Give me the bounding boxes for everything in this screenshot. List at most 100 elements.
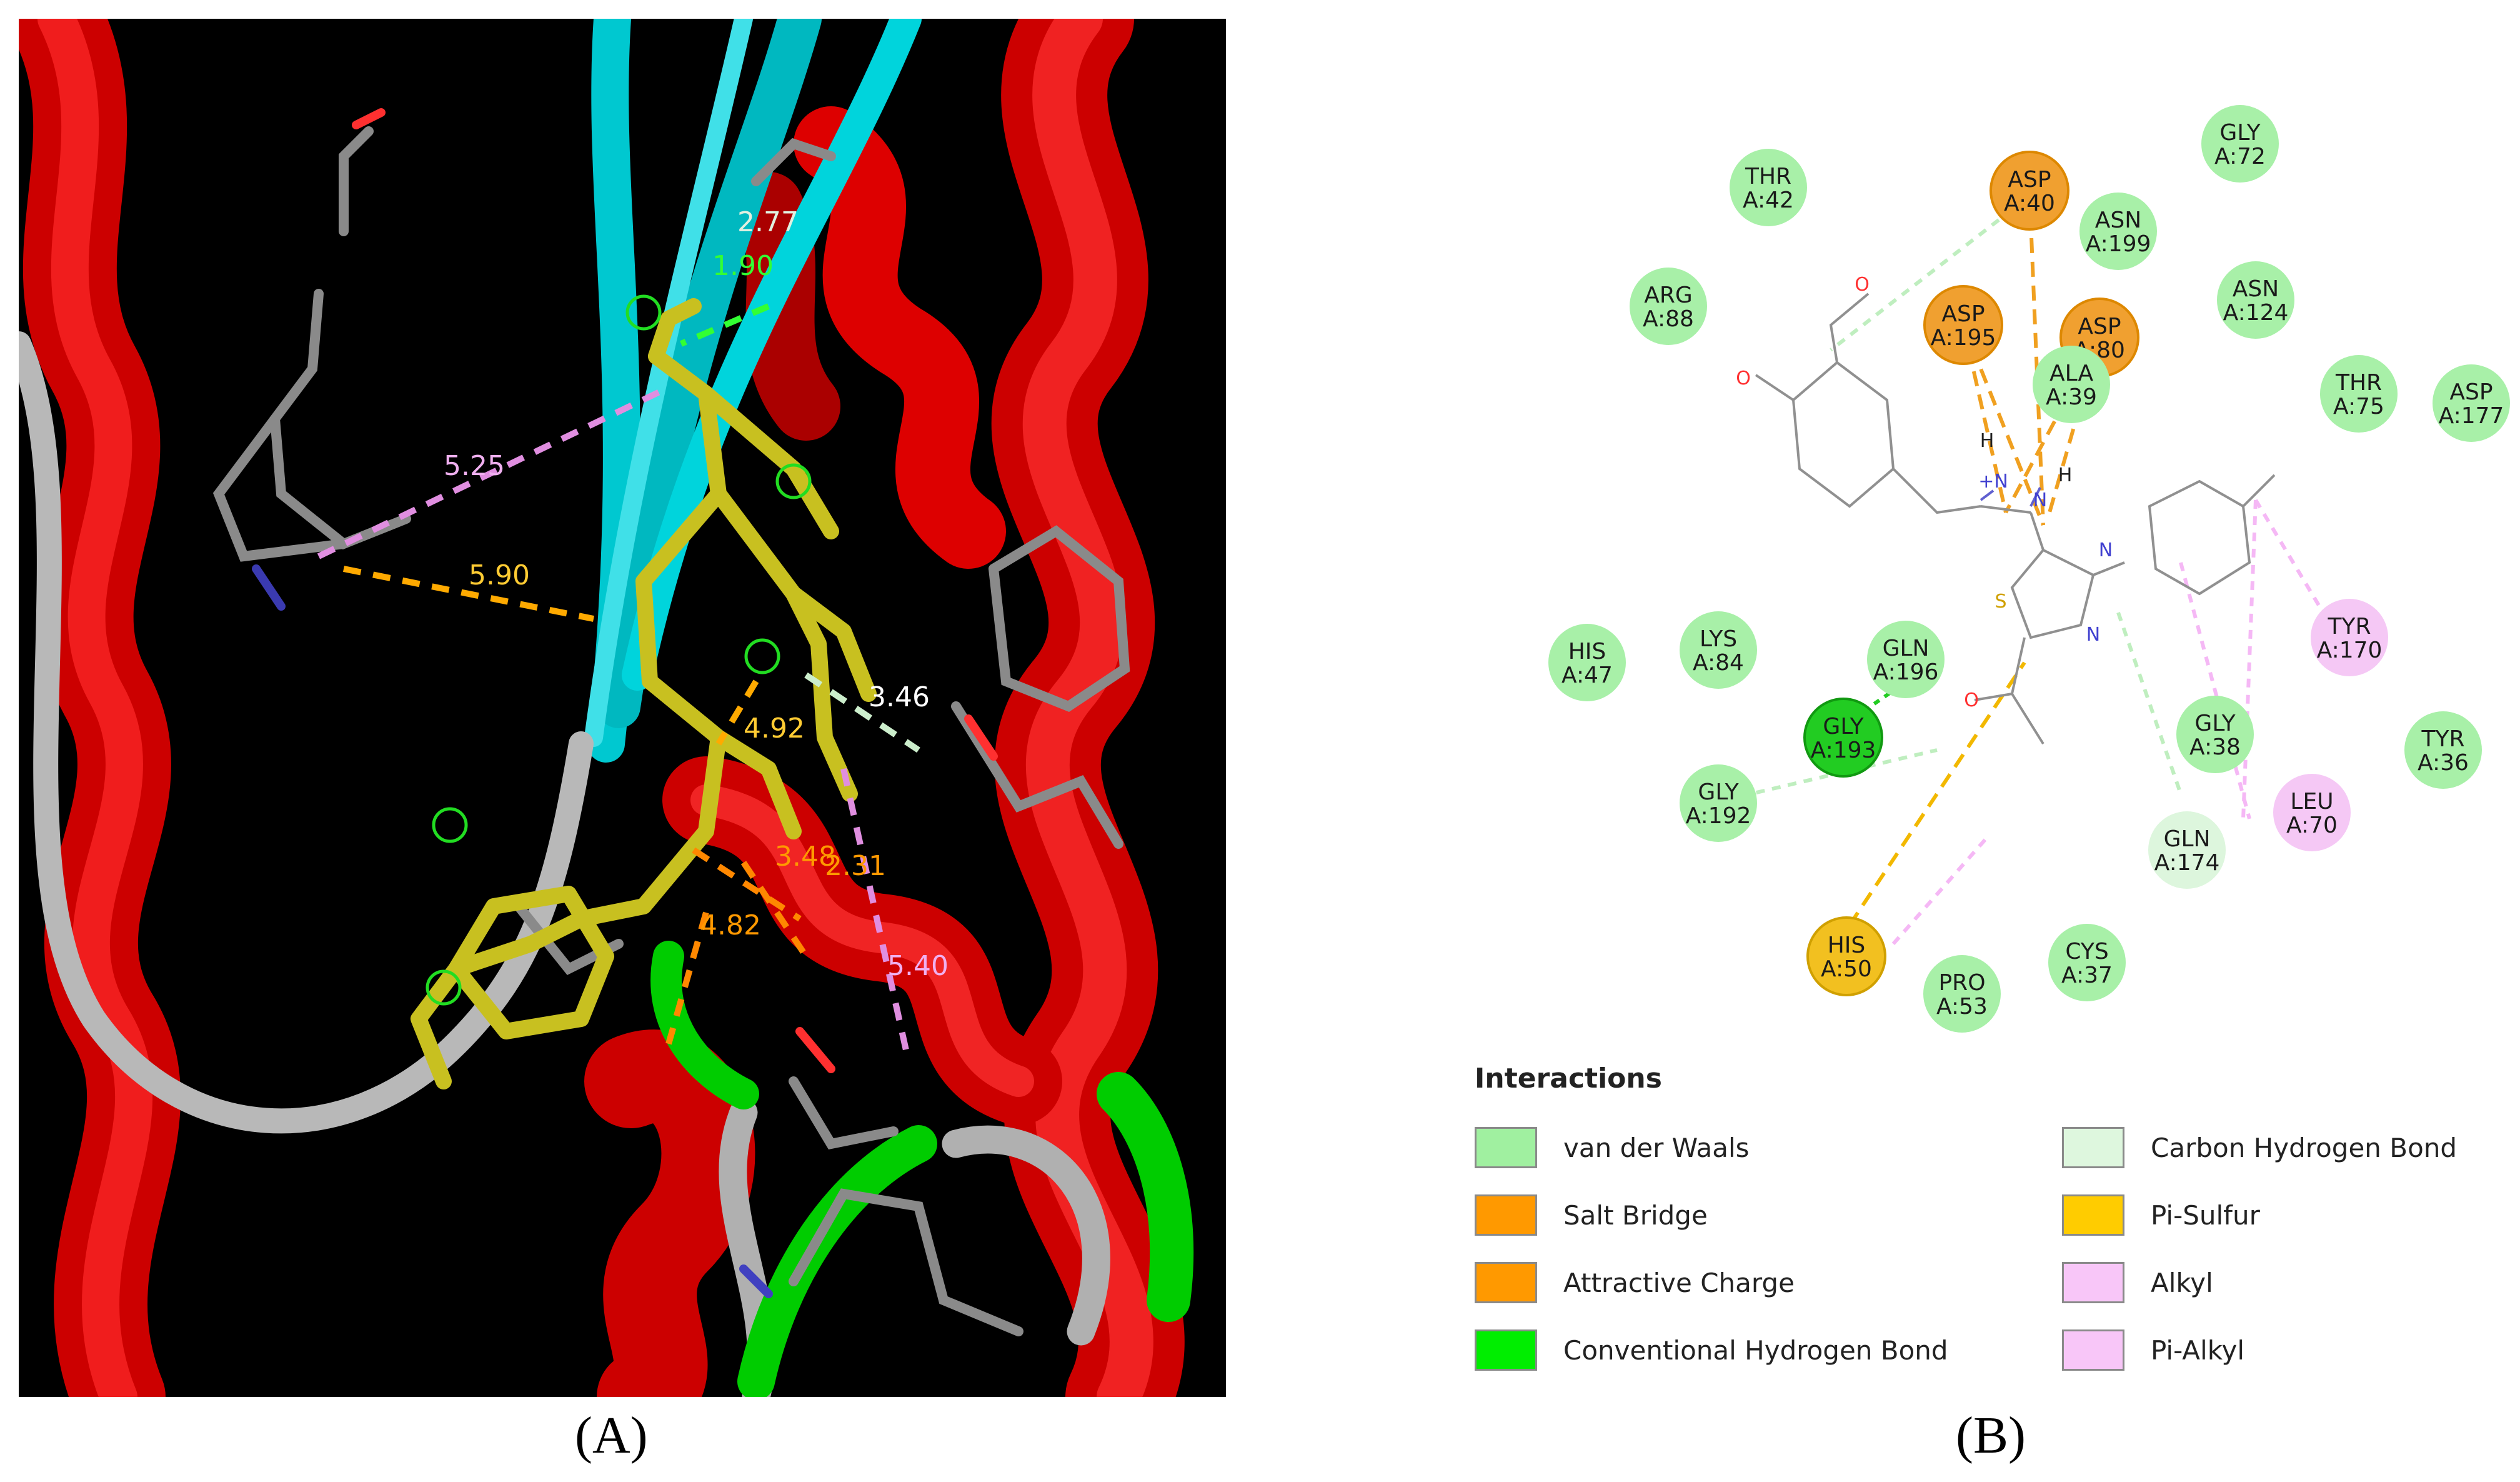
residue-disc	[2079, 193, 2157, 270]
residue-disc	[1923, 955, 2001, 1033]
legend-swatch	[1475, 1194, 1537, 1236]
ligand-sticks	[411, 298, 877, 1089]
residue-disc	[2320, 355, 2398, 433]
residue-disc	[1806, 916, 1886, 996]
distance-label: 2.77	[737, 206, 799, 238]
distance-label: 3.48	[775, 841, 836, 873]
legend-swatch	[2062, 1127, 2124, 1168]
heteroatom-sticks	[252, 108, 998, 1298]
residue-id: A:40	[2004, 191, 2055, 216]
residue-id: A:170	[2317, 638, 2383, 663]
residue-disc	[1680, 764, 1757, 842]
caption-panel-b: (B)	[1956, 1406, 2026, 1464]
residue-name: ASN	[2095, 208, 2141, 233]
distance-labels: 2.77 1.90 5.25 5.90 3.46 4.92 3.48 2.31 …	[444, 206, 949, 982]
residue-id: A:37	[2061, 963, 2113, 988]
atom-label: O	[1855, 274, 1870, 296]
residue-name: HIS	[1568, 639, 1606, 664]
residue-id: A:36	[2418, 750, 2469, 776]
red-helix-ribbons	[19, 19, 1185, 1397]
residue-disc	[1923, 285, 2003, 365]
atom-label: O	[1964, 689, 1979, 711]
residue-id: A:196	[1873, 659, 1939, 685]
legend-item: Pi-Alkyl	[2062, 1328, 2244, 1373]
residue-name: HIS	[1828, 933, 1866, 958]
residue-name: GLY	[2219, 120, 2261, 146]
residue-disc	[1730, 149, 1807, 226]
atom-label: N	[2086, 624, 2100, 646]
residue-id: A:174	[2154, 850, 2220, 876]
residue-name: GLY	[1823, 714, 1864, 739]
distance-label: 5.25	[444, 450, 505, 482]
residue-name: ASP	[1941, 301, 1985, 327]
ligand-skeleton	[1755, 293, 2276, 745]
residue-disc	[2273, 774, 2351, 851]
legend-label: Pi-Alkyl	[2151, 1334, 2245, 1366]
residue-name: LYS	[1700, 626, 1737, 652]
pi-ring-centroids	[426, 294, 812, 1006]
legend-swatch	[2062, 1262, 2124, 1303]
legend-swatch	[1475, 1329, 1537, 1371]
residue-id: A:177	[2439, 403, 2504, 429]
panel-a-3d-binding-pose: 2.77 1.90 5.25 5.90 3.46 4.92 3.48 2.31 …	[19, 19, 1226, 1397]
legend-label: Pi-Sulfur	[2151, 1199, 2260, 1231]
legend-title: Interactions	[1475, 1063, 1662, 1094]
residue-name: TYR	[2421, 726, 2465, 752]
residue-id: A:75	[2333, 394, 2384, 419]
residue-id: A:38	[2189, 734, 2241, 760]
legend-label: Attractive Charge	[1563, 1267, 1795, 1298]
residue-id: A:70	[2286, 813, 2338, 838]
residue-disc	[2217, 261, 2294, 339]
residue-name: THR	[2335, 370, 2382, 396]
residue-disc	[2176, 696, 2254, 773]
atom-label: O	[1736, 368, 1751, 389]
residue-disc	[1867, 621, 1945, 698]
interactions-legend: Interactions van der Waals Carbon Hydrog…	[1475, 1063, 2499, 1400]
legend-item: Salt Bridge	[1475, 1193, 1708, 1238]
legend-item: van der Waals	[1475, 1125, 1750, 1170]
ligand-atom-labels: O O H +N N H S N N O	[1736, 274, 2113, 711]
residue-name: GLY	[1698, 779, 1739, 805]
residue-id: A:199	[2086, 231, 2151, 257]
residue-disc	[2201, 105, 2279, 183]
residue-name: ASP	[2449, 379, 2493, 405]
legend-swatch	[2062, 1194, 2124, 1236]
residue-name: ASP	[2078, 314, 2121, 339]
residue-name: ASN	[2233, 276, 2279, 302]
residue-disc	[2433, 364, 2510, 442]
residue-disc	[1803, 698, 1883, 778]
residue-id: A:88	[1643, 306, 1694, 332]
residue-id: A:47	[1561, 663, 1613, 688]
protein-ligand-3d-view: 2.77 1.90 5.25 5.90 3.46 4.92 3.48 2.31 …	[19, 19, 1194, 1397]
residue-name: TYR	[2328, 614, 2371, 639]
residue-name: GLY	[2194, 711, 2236, 736]
residue-name: CYS	[2065, 939, 2108, 964]
residue-disc	[1548, 624, 1626, 701]
residue-disc	[1630, 268, 1707, 345]
legend-item: Conventional Hydrogen Bond	[1475, 1328, 1948, 1373]
residue-disc	[2148, 811, 2226, 889]
atom-label: N	[2033, 489, 2047, 511]
legend-item: Attractive Charge	[1475, 1260, 1795, 1305]
residue-id: A:39	[2046, 384, 2097, 410]
residue-id: A:192	[1686, 803, 1751, 829]
legend-item: Pi-Sulfur	[2062, 1193, 2260, 1238]
legend-swatch	[1475, 1127, 1537, 1168]
